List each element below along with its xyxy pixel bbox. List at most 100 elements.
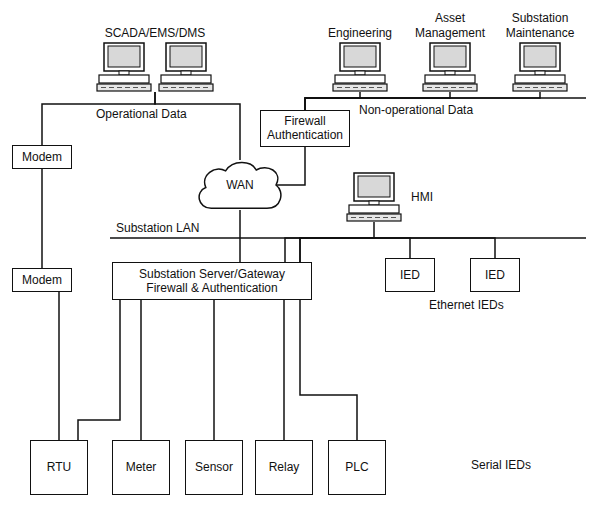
keyboard-keys: [203, 87, 208, 88]
keyboard-keys: [337, 87, 342, 88]
keyboard-keys: [459, 87, 464, 88]
monitor-case: [166, 43, 206, 71]
sensor-box: Sensor: [185, 440, 243, 495]
box-text: IED: [485, 268, 505, 282]
connector-line: [213, 300, 215, 440]
node-label: Substation Maintenance: [497, 11, 583, 40]
node-label: Engineering: [328, 26, 392, 40]
computer-base: [515, 75, 565, 83]
box-text: Substation Server/Gateway Firewall & Aut…: [117, 267, 307, 296]
relay-box: Relay: [255, 440, 313, 495]
keyboard-keys: [179, 87, 184, 88]
modem-box: Modem: [12, 268, 72, 292]
keyboard-keys: [383, 217, 388, 218]
keyboard-keys: [451, 87, 456, 88]
computer-icon: [511, 42, 569, 92]
computer-icon: [95, 42, 215, 92]
keyboard-keys: [109, 87, 114, 88]
monitor-case: [340, 43, 380, 71]
keyboard: [97, 84, 151, 91]
keyboard-keys: [377, 87, 382, 88]
monitor-screen: [170, 46, 202, 67]
keyboard-keys: [141, 87, 146, 88]
connector-line: [285, 222, 374, 262]
monitor-screen: [108, 46, 140, 67]
connector-line: [239, 210, 241, 262]
keyboard-keys: [187, 87, 192, 88]
monitor-stand: [369, 201, 379, 205]
keyboard-keys: [117, 87, 122, 88]
keyboard-keys: [171, 87, 176, 88]
connector-line: [276, 147, 305, 185]
keyboard-keys: [427, 87, 432, 88]
box-text: Modem: [22, 150, 62, 164]
keyboard-keys: [375, 217, 380, 218]
meter-box: Meter: [112, 440, 170, 495]
computer-base: [425, 75, 475, 83]
keyboard: [423, 84, 477, 91]
keyboard-keys: [361, 87, 366, 88]
bus-label: Substation LAN: [115, 221, 200, 235]
cloud-outline: [199, 163, 281, 209]
keyboard-keys: [541, 87, 546, 88]
scada-workstation: SCADA/EMS/DMS: [95, 26, 215, 92]
connector-line: [283, 300, 285, 440]
connector-line: [155, 92, 240, 160]
firewall-box: Firewall Authentication: [260, 110, 350, 147]
keyboard-keys: [359, 217, 364, 218]
keyboard: [513, 84, 567, 91]
keyboard: [333, 84, 387, 91]
bus-label: Non-operational Data: [358, 103, 474, 117]
monitor-screen: [344, 46, 376, 67]
monitor-case: [104, 43, 144, 71]
computer-base: [335, 75, 385, 83]
connector-line: [140, 300, 142, 440]
keyboard-keys: [345, 87, 350, 88]
gateway-box: Substation Server/Gateway Firewall & Aut…: [112, 262, 312, 300]
keyboard-keys: [391, 217, 396, 218]
bus-label: Ethernet IEDs: [428, 298, 505, 312]
box-text: Modem: [22, 273, 62, 287]
node-label: SCADA/EMS/DMS: [105, 26, 206, 40]
box-text: PLC: [345, 460, 368, 474]
box-text: Relay: [269, 460, 300, 474]
keyboard: [159, 84, 213, 91]
keyboard-keys: [163, 87, 168, 88]
monitor-screen: [358, 176, 390, 197]
modem-box: Modem: [12, 145, 72, 169]
keyboard-keys: [101, 87, 106, 88]
keyboard-keys: [557, 87, 562, 88]
keyboard-keys: [195, 87, 200, 88]
computer-base: [349, 205, 399, 213]
box-text: RTU: [47, 460, 71, 474]
node-label: WAN: [226, 178, 254, 192]
connector-line: [300, 300, 357, 440]
computer-base: [161, 75, 211, 83]
keyboard-keys: [353, 87, 358, 88]
engineering-workstation: Engineering: [317, 26, 403, 92]
connector-line: [58, 292, 60, 440]
bus-label: Operational Data: [95, 107, 188, 121]
keyboard-keys: [125, 87, 130, 88]
keyboard-keys: [533, 87, 538, 88]
keyboard-keys: [525, 87, 530, 88]
connector-line: [78, 300, 120, 440]
box-text: Meter: [126, 460, 157, 474]
keyboard-keys: [367, 217, 372, 218]
monitor-screen: [434, 46, 466, 67]
computer-icon: [331, 42, 389, 92]
computer-base: [99, 75, 149, 83]
keyboard-keys: [369, 87, 374, 88]
wan-cloud: WAN: [195, 160, 285, 210]
monitor-case: [430, 43, 470, 71]
maintenance-workstation: Substation Maintenance: [497, 11, 583, 92]
keyboard-keys: [435, 87, 440, 88]
computer-icon: [421, 42, 479, 92]
ied-box: IED: [470, 258, 520, 292]
connector-line: [305, 92, 360, 110]
keyboard-keys: [467, 87, 472, 88]
box-text: Firewall Authentication: [265, 114, 345, 143]
monitor-screen: [524, 46, 556, 67]
